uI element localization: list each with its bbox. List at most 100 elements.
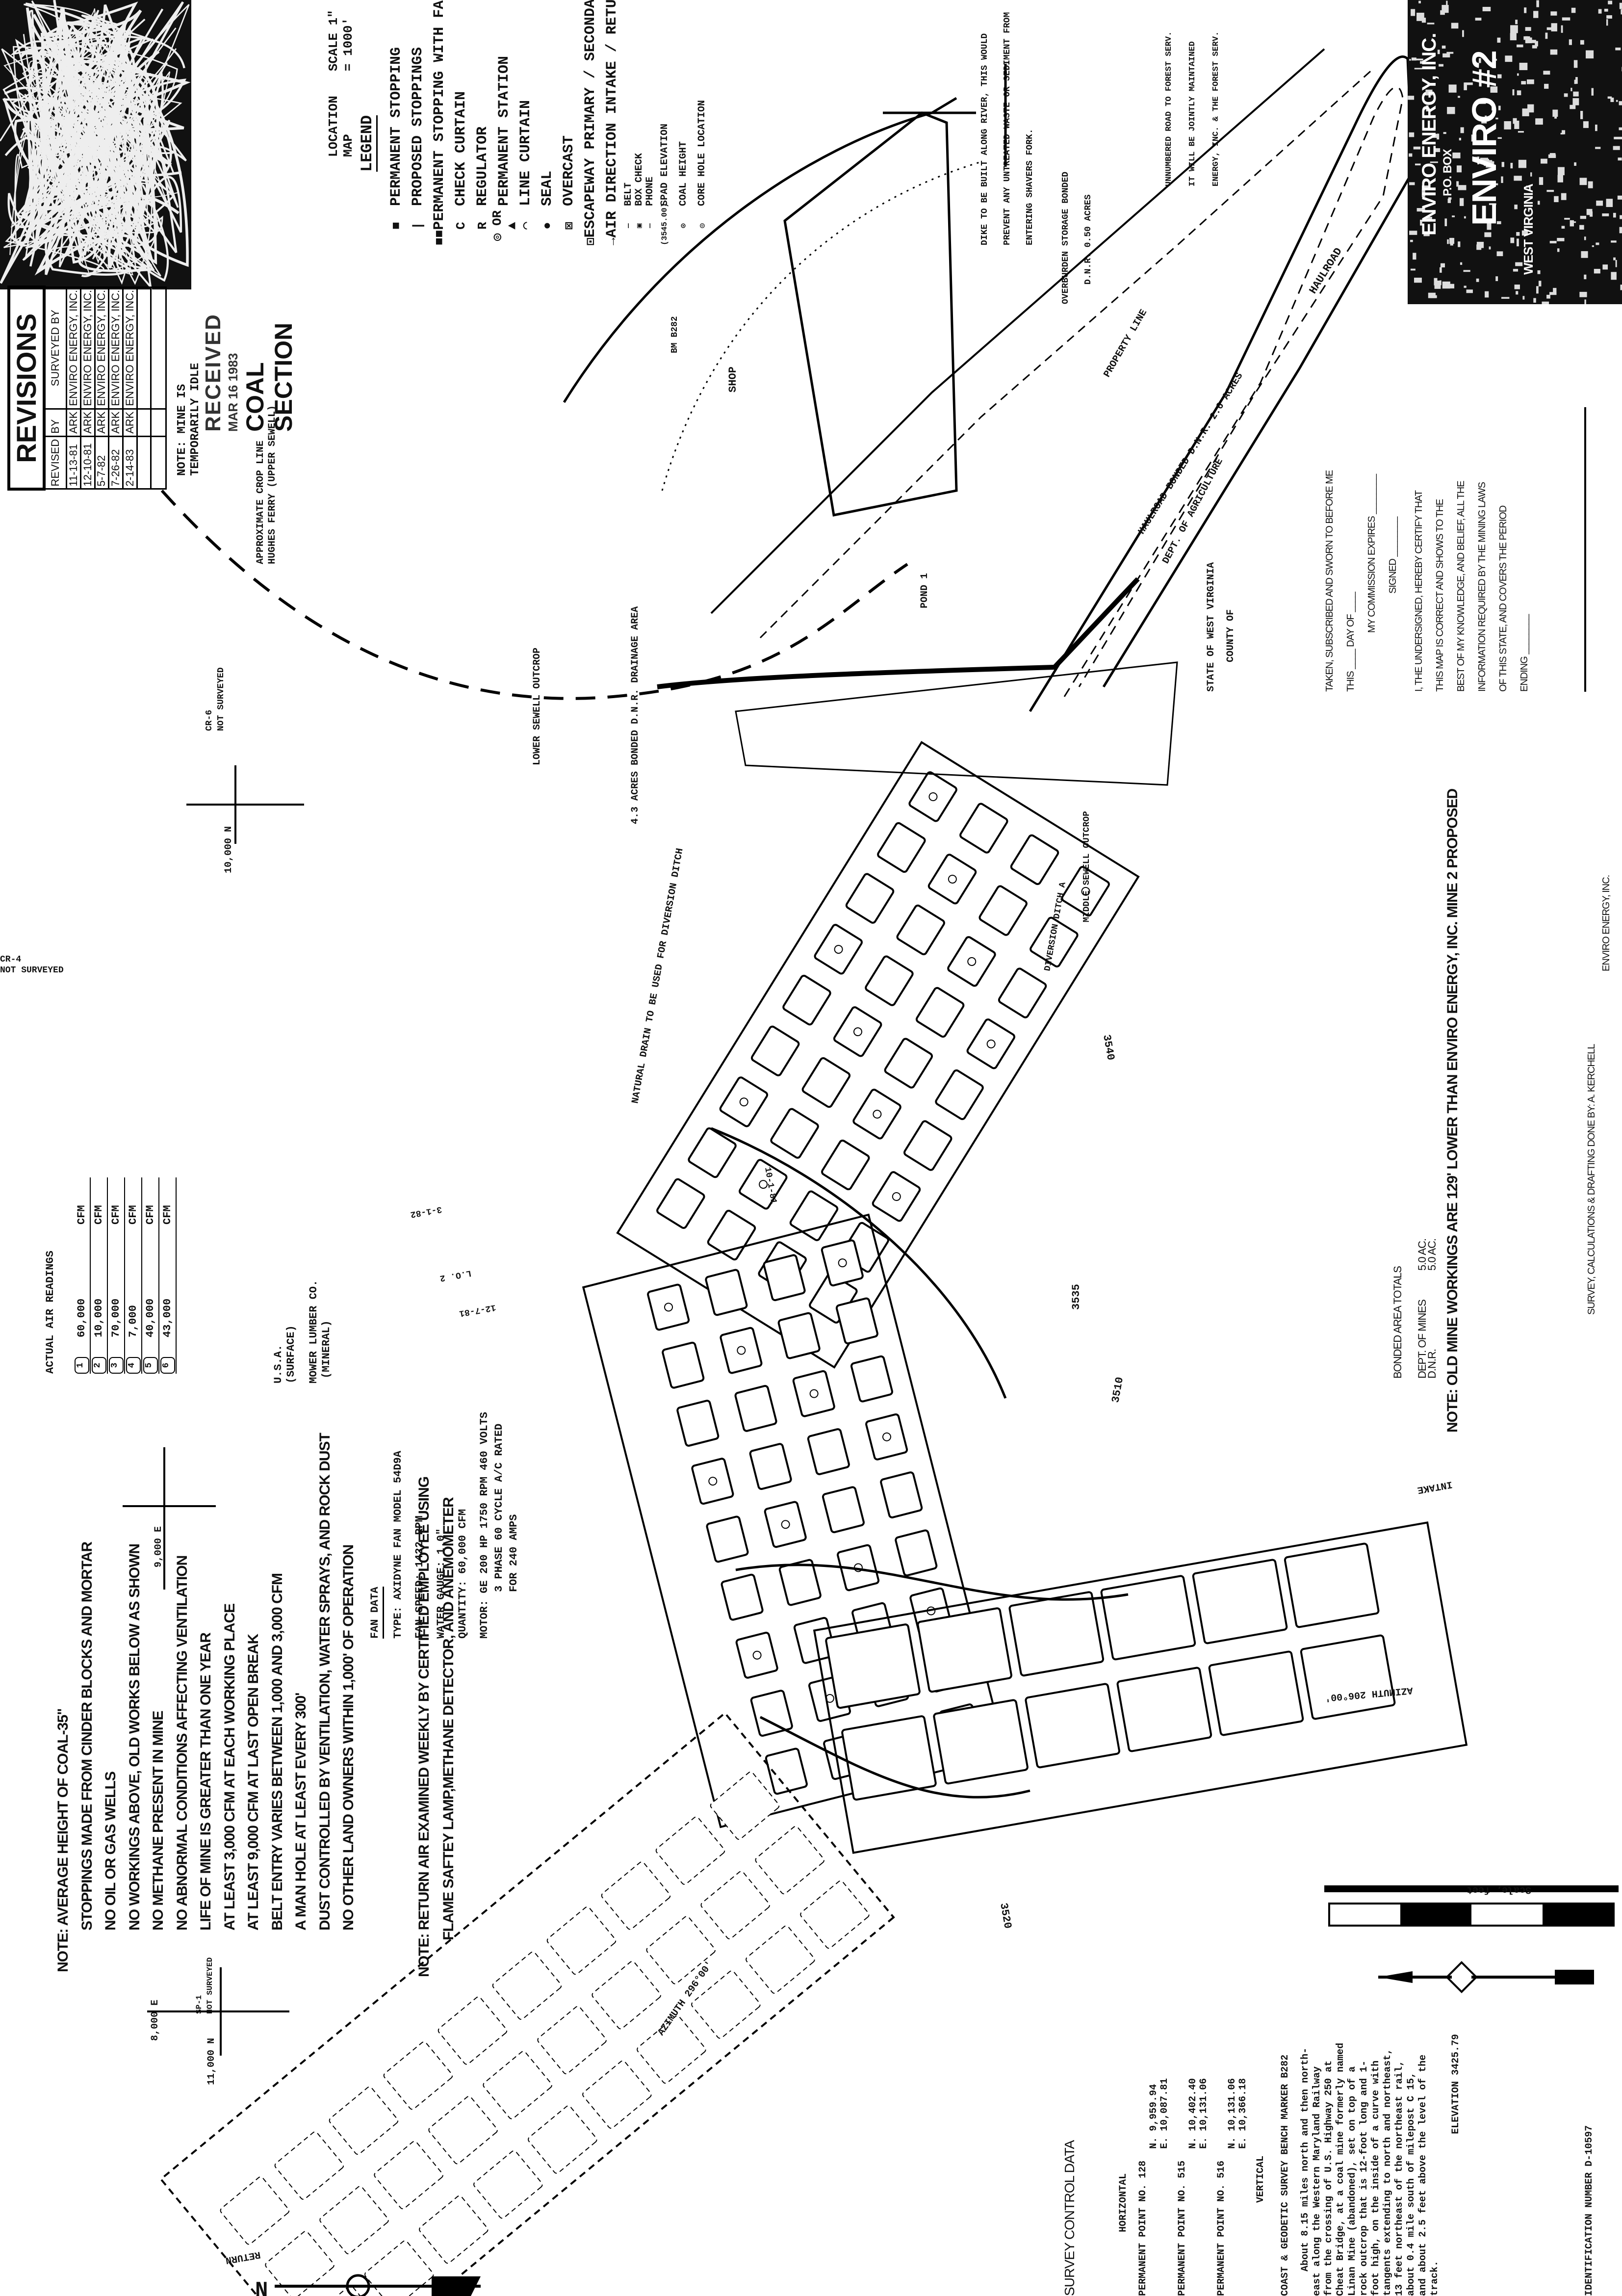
- air-reading-number: 6: [160, 1357, 175, 1374]
- pillar: [483, 2051, 552, 2119]
- pillar: [821, 1239, 864, 1287]
- pillar: [374, 2140, 443, 2210]
- location-map-title: LOCATION MAP: [326, 96, 356, 157]
- pillar-block: [813, 1521, 1468, 1854]
- legend-label: PERMANENT STOPPING WITH FAN: [431, 0, 448, 230]
- note-line: NO OTHER LAND OWNERS WITHIN 1,000' OF OP…: [340, 1544, 357, 1931]
- revision-cell: ARK: [80, 409, 95, 437]
- revision-cell: ARK: [108, 409, 123, 437]
- note-line: NO ABNORMAL CONDITIONS AFFECTING VENTILA…: [174, 1555, 190, 1931]
- scale-bar-label: Scale, feet: [1467, 1884, 1532, 1895]
- pillar: [601, 1861, 671, 1930]
- note-line: A MAN HOLE AT LEAST EVERY 300': [293, 1693, 309, 1931]
- access-road: [710, 48, 1325, 614]
- revision-cell: ARK: [123, 409, 137, 437]
- elevation: ELEVATION 3425.79: [1450, 2034, 1462, 2134]
- certification-line: SIGNED ________: [1388, 517, 1398, 594]
- contour-line: [26, 4, 190, 272]
- mine-workings: [159, 741, 1468, 2296]
- revisions-table: REVISIONS REVISED BY SURVEYED BY 11-13-8…: [7, 287, 167, 491]
- legend-item: →AIR DIRECTION INTAKE / RETURN: [601, 0, 623, 245]
- coal-height-icon: [781, 1520, 790, 1529]
- legend-symbol-icon: C: [454, 222, 468, 230]
- pillar: [438, 1996, 508, 2065]
- signature-line: [1584, 407, 1586, 692]
- pillar: [710, 1771, 780, 1840]
- air-reading-value: 60,000: [76, 1298, 88, 1337]
- revision-cell: ENVIRO ENERGY, INC.: [66, 287, 81, 409]
- coal-height-icon: [834, 945, 843, 954]
- legend-item: ■PERMANENT STOPPING: [386, 15, 407, 245]
- pillar: [865, 955, 914, 1006]
- legend-item: ⊡ESCAPEWAY PRIMARY / SECONDARY: [580, 0, 601, 245]
- map-label-elev2: 3535: [1070, 1284, 1082, 1310]
- pillar: [705, 1269, 748, 1316]
- revision-cell: ENVIRO ENERGY, INC.: [123, 287, 137, 409]
- legend-label: LINE CURTAIN: [517, 100, 534, 206]
- revision-cell: ARK: [66, 409, 81, 437]
- revisions-title: REVISIONS: [9, 287, 44, 489]
- pillar: [546, 1906, 617, 1975]
- pillar: [998, 967, 1047, 1018]
- revision-cell: ENVIRO ENERGY, INC.: [108, 287, 123, 409]
- bench-text-line: foot high, on the inside of a curve with: [1370, 2060, 1382, 2296]
- certification-line: THIS ____ DAY OF ____: [1345, 592, 1356, 692]
- pillar: [933, 1699, 1029, 1785]
- map-label-elev3: 3510: [1109, 1376, 1126, 1404]
- pillar: [947, 936, 996, 987]
- pillar: [1025, 1683, 1121, 1769]
- note-line: DUST CONTROLLED BY VENTILATION, WATER SP…: [316, 1433, 333, 1931]
- contour-line: [1, 48, 139, 271]
- pillar: [1116, 1667, 1212, 1752]
- permanent-point-label: PERMANENT POINT NO. 516: [1216, 2160, 1227, 2296]
- permanent-point-e: E. 10,131.06: [1198, 2078, 1210, 2149]
- pillar: [637, 2015, 706, 2084]
- coal-height-icon: [882, 1432, 891, 1441]
- pillar: [750, 1025, 800, 1076]
- legend-label: SEAL: [539, 170, 556, 206]
- property-line: [735, 661, 1178, 786]
- legend-label: PERMANENT STATION: [496, 55, 513, 206]
- bench-text-line: about 0.4 mile south of milepost C 15,: [1406, 2072, 1417, 2296]
- core-hole-cr6[interactable]: CR-6 NOT SURVEYED: [205, 667, 226, 731]
- river-bank: [563, 97, 957, 403]
- contour-line: [26, 9, 180, 269]
- air-reading-unit: CFM: [76, 1205, 88, 1225]
- core-hole-cr4[interactable]: CR-4 NOT SURVEYED: [0, 955, 64, 975]
- map-label-intake: INTAKE: [1416, 1478, 1453, 1495]
- idle-note: NOTE: MINE IS TEMPORARILY IDLE: [176, 363, 202, 476]
- drafting-credit: SURVEY, CALCULATIONS & DRAFTING DONE BY:…: [1586, 875, 1612, 1315]
- pillar: [814, 924, 863, 975]
- pillar: [764, 1501, 807, 1548]
- note-line: AT LEAST 9,000 CFM AT LAST OPEN BREAK: [245, 1634, 261, 1931]
- air-reading-number: 3: [108, 1357, 124, 1374]
- grid-label-9000e: 9,000 E: [153, 1526, 164, 1567]
- pillar: [895, 1529, 938, 1577]
- pillar: [978, 885, 1028, 936]
- pillar: [801, 1057, 851, 1108]
- coal-height-icon: [967, 957, 977, 966]
- pillar: [763, 1254, 806, 1302]
- note-line: STOPPINGS MADE FROM CINDER BLOCKS AND MO…: [78, 1541, 95, 1931]
- map-label-elev1: 3540: [1100, 1034, 1117, 1061]
- air-reading-unit: CFM: [93, 1205, 105, 1225]
- legend-label: COAL HEIGHT: [677, 141, 689, 206]
- note-line: NO METHANE PRESENT IN MINE: [150, 1711, 166, 1931]
- map-label-drainage: 4.3 ACRES BONDED D.N.R. DRAINAGE AREA: [630, 606, 641, 824]
- coal-height-icon: [986, 1039, 996, 1048]
- pillar: [220, 2176, 290, 2245]
- revision-cell: ENVIRO ENERGY, INC.: [80, 287, 95, 409]
- pillar: [735, 1632, 778, 1679]
- coal-height-icon: [1081, 887, 1090, 896]
- pillar: [1100, 1575, 1196, 1661]
- contour-line: [22, 105, 187, 273]
- note-line: NOTE: AVERAGE HEIGHT OF COAL-35": [55, 1708, 71, 1972]
- revisions-header-by: BY: [44, 409, 67, 437]
- pillar: [656, 1178, 705, 1229]
